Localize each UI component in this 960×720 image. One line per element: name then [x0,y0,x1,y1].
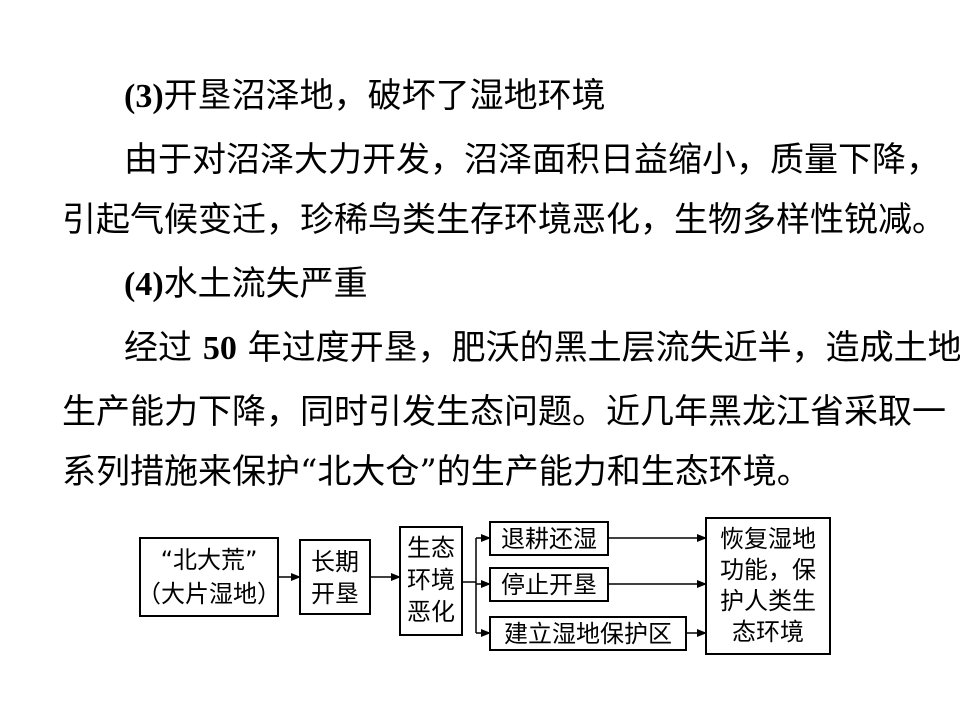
result-line-1: 恢复湿地 [720,525,816,553]
box-eco-line-2: 环境 [407,566,455,594]
section3-number: (3) [124,78,164,115]
section4-paragraph-line-3: 系列措施来保护“北大仓”的生产能力和生态环境。 [62,452,811,492]
section4-text-a: 经过 [124,328,203,368]
box-beidahuang-line-2: （大片湿地） [137,580,281,608]
section4-text-b: 年过度开垦，肥沃的黑土层流失近半，造成土地 [236,328,960,368]
section4-title: 水土流失严重 [163,264,368,304]
section3-paragraph-line-2: 引起气候变迁，珍稀鸟类生存环境恶化，生物多样性锐减。 [62,200,946,240]
measure-3-label: 建立湿地保护区 [504,620,672,648]
box-result [705,517,831,655]
box-eco-deterioration [399,526,463,636]
section4-paragraph-line-2: 生产能力下降，同时引发生态问题。近几年黑龙江省采取一 [62,392,946,432]
measure-2-label: 停止开垦 [501,571,597,599]
section3-paragraph-line-1: 由于对沼泽大力开发，沼泽面积日益缩小，质量下降， [124,140,940,180]
section4-paragraph-line-1: 经过 50 年过度开垦，肥沃的黑土层流失近半，造成土地 [124,328,960,369]
section4-years-number: 50 [202,330,237,367]
box-eco-line-1: 生态 [407,534,455,562]
result-line-3: 护人类生 [720,587,816,615]
measure-1-label: 退耕还湿 [501,525,597,553]
section3-heading: (3)开垦沼泽地，破坏了湿地环境 [124,76,606,117]
section4-number: (4) [124,266,164,303]
box-eco-line-3: 恶化 [407,598,455,626]
result-line-2: 功能，保 [720,556,816,584]
section4-heading: (4)水土流失严重 [124,264,368,305]
box-long-term-line-1: 长期 [311,548,359,576]
box-beidahuang-line-1: “北大荒” [161,546,258,574]
section3-title: 开垦沼泽地，破坏了湿地环境 [163,76,606,116]
box-long-term-line-2: 开垦 [311,580,359,608]
result-line-4: 态环境 [732,618,804,646]
